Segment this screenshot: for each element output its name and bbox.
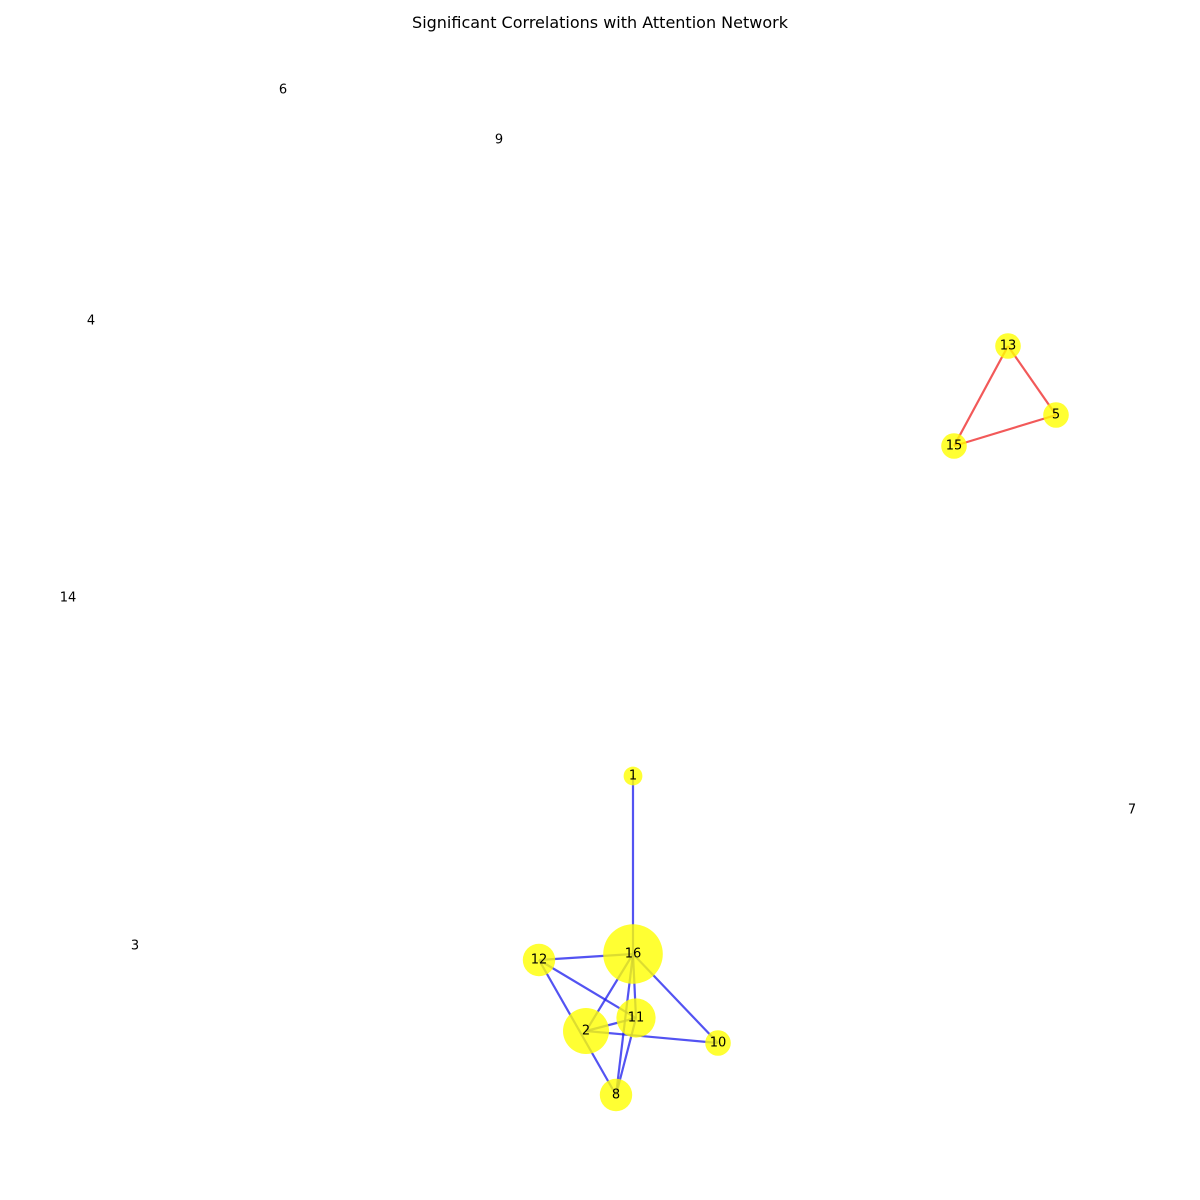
node-circle-2 <box>563 1008 609 1054</box>
node-label-6: 6 <box>279 83 287 98</box>
node-label-3: 3 <box>131 939 139 954</box>
node-circle-11 <box>616 998 656 1038</box>
node-14: 14 <box>60 591 77 606</box>
node-10: 10 <box>705 1030 731 1056</box>
node-label-10: 10 <box>710 1036 727 1051</box>
node-6: 6 <box>279 83 287 98</box>
diagram-title: Significant Correlations with Attention … <box>412 13 789 32</box>
edge-13-15 <box>953 345 1009 447</box>
node-7: 7 <box>1128 803 1136 818</box>
node-label-13: 13 <box>1000 339 1017 354</box>
node-circle-1 <box>623 766 643 786</box>
node-label-7: 7 <box>1128 803 1136 818</box>
node-8: 8 <box>599 1078 633 1112</box>
edge-13-5 <box>1007 345 1057 416</box>
node-label-8: 8 <box>612 1088 620 1103</box>
node-label-12: 12 <box>531 953 548 968</box>
node-label-4: 4 <box>87 314 95 329</box>
edge-15-5 <box>953 413 1057 448</box>
node-4: 4 <box>87 314 95 329</box>
node-label-16: 16 <box>625 947 642 962</box>
node-12: 12 <box>522 943 556 977</box>
node-label-2: 2 <box>582 1024 590 1039</box>
node-label-5: 5 <box>1052 408 1060 423</box>
node-5: 5 <box>1043 402 1069 428</box>
node-circle-16 <box>603 924 663 984</box>
node-circle-12 <box>522 943 556 977</box>
node-label-9: 9 <box>495 133 503 148</box>
edge-layer <box>538 345 1057 1096</box>
node-circle-13 <box>995 333 1021 359</box>
node-16: 16 <box>603 924 663 984</box>
node-1: 1 <box>623 766 643 786</box>
node-15: 15 <box>941 433 967 459</box>
node-label-14: 14 <box>60 591 77 606</box>
node-11: 11 <box>616 998 656 1038</box>
node-circle-15 <box>941 433 967 459</box>
node-2: 2 <box>563 1008 609 1054</box>
node-9: 9 <box>495 133 503 148</box>
node-circle-8 <box>599 1078 633 1112</box>
node-label-1: 1 <box>629 769 637 784</box>
node-label-15: 15 <box>946 439 963 454</box>
node-13: 13 <box>995 333 1021 359</box>
node-circle-10 <box>705 1030 731 1056</box>
node-label-11: 11 <box>628 1011 645 1026</box>
node-3: 3 <box>131 939 139 954</box>
node-circle-5 <box>1043 402 1069 428</box>
